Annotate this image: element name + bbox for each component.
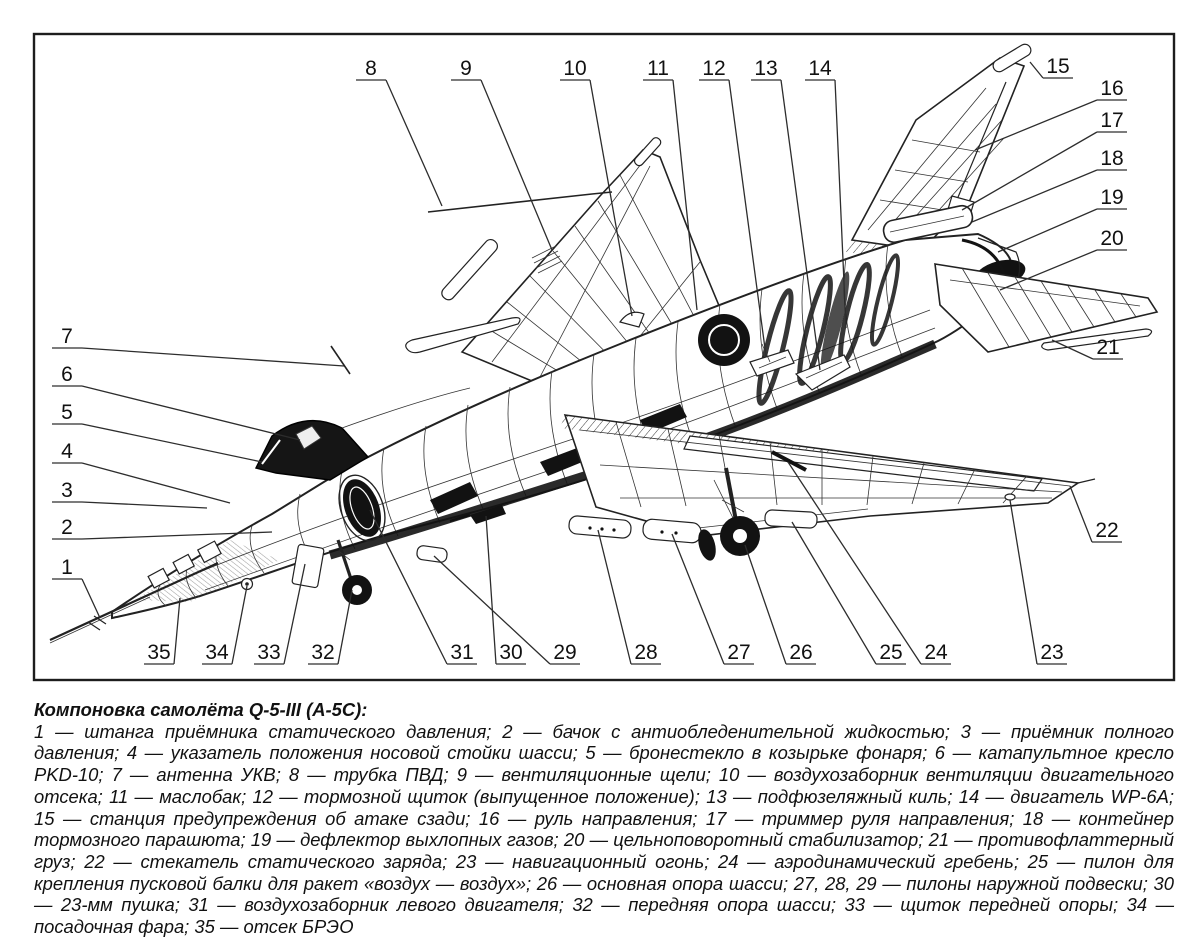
svg-text:4: 4 [61,440,73,463]
callout-33: 33 [254,563,306,665]
callout-4: 4 [52,440,231,504]
wing-fence [771,450,807,472]
parachute-container [882,204,974,244]
svg-text:22: 22 [1095,519,1118,542]
callout-11: 11 [643,57,698,311]
callout-28: 28 [597,529,661,665]
ventral-fin [794,354,851,391]
pitot-boom [49,562,219,644]
svg-text:5: 5 [61,401,73,424]
cutaway-diagram: 1234567891011121314151617181920212223242… [32,32,1176,682]
callout-24: 24 [787,461,951,665]
callout-20: 20 [999,227,1127,291]
anti-flutter-weight [1041,328,1153,351]
callout-15: 15 [1029,55,1073,79]
near-wing [560,414,1096,537]
callout-25: 25 [791,521,906,665]
engine [698,253,901,406]
uhf-antenna [330,345,351,375]
diagram-border [32,32,1176,682]
svg-text:8: 8 [365,57,377,80]
pvd-tube [427,191,613,213]
svg-text:21: 21 [1096,336,1119,359]
svg-text:26: 26 [789,641,812,664]
svg-text:35: 35 [147,641,170,664]
callout-12: 12 [699,57,767,357]
svg-text:17: 17 [1100,109,1123,132]
svg-text:15: 15 [1046,55,1069,78]
svg-text:16: 16 [1100,77,1123,100]
svg-text:23: 23 [1040,641,1063,664]
avionics-bay [135,540,280,602]
callout-35: 35 [144,597,181,665]
svg-text:34: 34 [205,641,229,664]
callout-6: 6 [52,363,301,441]
figure-caption: Компоновка самолёта Q-5-III (А-5С): 1 — … [34,699,1174,938]
nose-gear-door [291,543,325,589]
callout-1: 1 [52,556,101,619]
aircraft-cutaway [49,43,1159,644]
svg-text:7: 7 [61,325,73,348]
callout-13: 13 [751,57,821,371]
svg-text:2: 2 [61,516,73,539]
callout-9: 9 [451,57,553,251]
caption-title: Компоновка самолёта Q-5-III (А-5С): [34,699,368,720]
svg-text:33: 33 [257,641,280,664]
callout-5: 5 [52,401,263,463]
svg-text:29: 29 [553,641,576,664]
svg-text:31: 31 [450,641,473,664]
landing-light [240,577,254,591]
svg-text:27: 27 [727,641,750,664]
svg-text:6: 6 [61,363,73,386]
callout-16: 16 [974,77,1127,151]
callout-3: 3 [52,479,208,509]
vent-slits [531,245,563,274]
svg-text:25: 25 [879,641,902,664]
callout-14: 14 [805,57,847,329]
main-gear [698,467,760,561]
callout-27: 27 [671,533,754,665]
callout-19: 19 [997,186,1127,253]
vent-scoop [619,311,645,328]
callout-10: 10 [560,57,633,317]
svg-text:10: 10 [563,57,586,80]
svg-text:30: 30 [499,641,522,664]
callout-26: 26 [744,544,816,665]
engine-intake [338,474,386,542]
callout-21: 21 [1051,336,1123,360]
callout-18: 18 [971,147,1127,223]
gun [449,505,506,524]
callout-8: 8 [356,57,443,207]
callout-32: 32 [308,589,353,665]
svg-text:19: 19 [1100,186,1123,209]
svg-text:12: 12 [702,57,725,80]
nose-gear [291,539,372,605]
horizontal-stabilizer [934,263,1159,353]
svg-text:28: 28 [634,641,657,664]
callout-23: 23 [1009,499,1067,665]
svg-text:14: 14 [808,57,832,80]
static-discharger [1077,478,1096,484]
ejection-seat [295,425,322,450]
svg-text:9: 9 [460,57,472,80]
callout-34: 34 [202,585,248,665]
callout-30: 30 [485,515,526,665]
svg-text:24: 24 [924,641,948,664]
svg-text:32: 32 [311,641,334,664]
callout-2: 2 [52,516,273,540]
svg-text:18: 18 [1100,147,1123,170]
svg-text:3: 3 [61,479,73,502]
callout-7: 7 [52,325,345,367]
callout-31: 31 [369,509,477,665]
svg-text:11: 11 [647,57,669,80]
callout-22: 22 [1069,485,1122,543]
svg-text:20: 20 [1100,227,1123,250]
svg-text:1: 1 [61,556,73,579]
caption-body: 1 — штанга приёмника статического давлен… [34,720,1174,938]
nav-light [1004,493,1016,501]
callout-17: 17 [961,109,1127,211]
svg-text:13: 13 [754,57,777,80]
tail-warning-station [992,43,1032,73]
